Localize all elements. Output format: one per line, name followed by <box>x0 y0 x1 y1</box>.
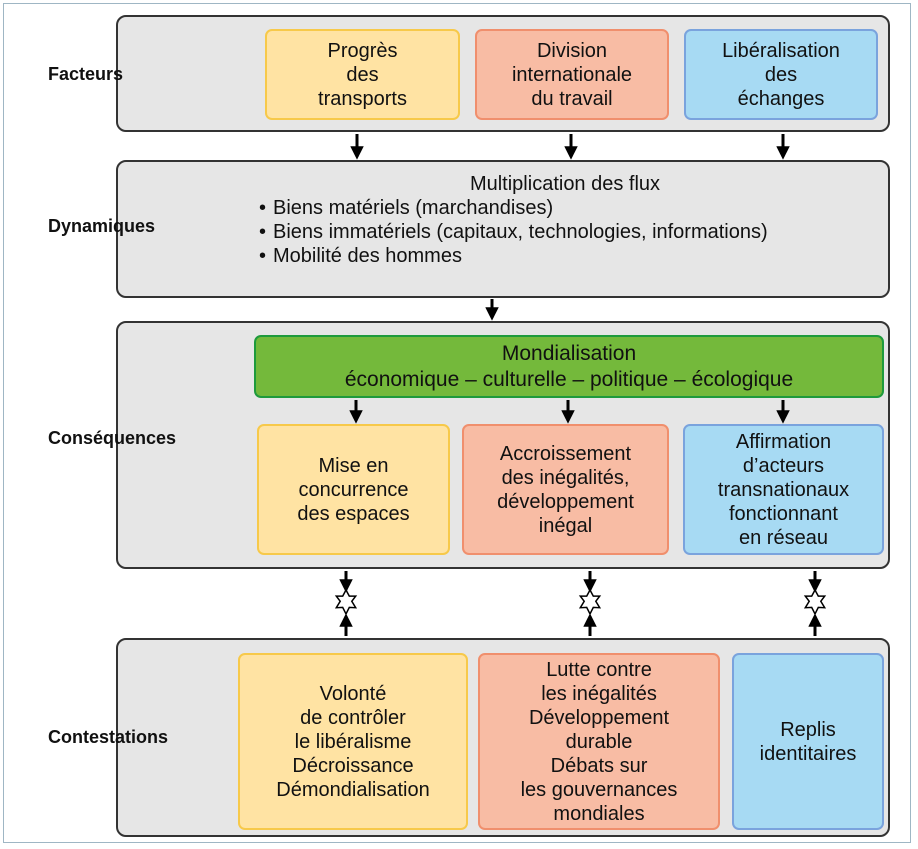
facteur-text-division: Division internationale du travail <box>511 39 633 110</box>
clash-star-icon <box>803 588 827 616</box>
clash-star-icon <box>334 588 358 616</box>
contestation-box-inegalites: Lutte contre les inégalités Développemen… <box>478 653 720 830</box>
contestation-text-replis: Replis identitaires <box>759 718 857 765</box>
dynamiques-content: Multiplication des flux Biens matériels … <box>257 172 817 268</box>
dynamiques-item: Mobilité des hommes <box>257 244 817 268</box>
consequence-box-inegalites: Accroissement des inégalités, développem… <box>462 424 669 555</box>
row-label-facteurs: Facteurs <box>48 64 124 84</box>
facteur-box-liberalisation: Libéralisation des échanges <box>684 29 878 120</box>
dynamiques-item: Biens matériels (marchandises) <box>257 196 817 220</box>
contestation-box-controle: Volonté de contrôler le libéralisme Décr… <box>238 653 468 830</box>
contestation-box-replis: Replis identitaires <box>732 653 884 830</box>
clash-connector-middle <box>578 571 602 636</box>
consequence-text-inegalites: Accroissement des inégalités, développem… <box>497 442 634 537</box>
row-label-contestations: Contestations <box>48 727 169 747</box>
clash-connector-right <box>803 571 827 636</box>
dynamiques-list: Biens matériels (marchandises) Biens imm… <box>257 196 817 268</box>
consequence-text-acteurs: Affirmation d’acteurs transnationaux fon… <box>717 430 850 549</box>
facteur-box-transports: Progrès des transports <box>265 29 460 120</box>
clash-connector-left <box>334 571 358 636</box>
mondialisation-box: Mondialisation économique – culturelle –… <box>254 335 884 398</box>
dynamiques-item: Biens immatériels (capitaux, technologie… <box>257 220 817 244</box>
consequence-box-acteurs: Affirmation d’acteurs transnationaux fon… <box>683 424 884 555</box>
contestation-text-inegalites: Lutte contre les inégalités Développemen… <box>520 658 678 825</box>
clash-star-icon <box>578 588 602 616</box>
dynamiques-title: Multiplication des flux <box>469 173 661 195</box>
mondialisation-text: Mondialisation économique – culturelle –… <box>344 341 794 391</box>
facteur-box-division: Division internationale du travail <box>475 29 669 120</box>
facteur-text-transports: Progrès des transports <box>318 39 407 110</box>
row-label-consequences: Conséquences <box>48 428 177 448</box>
consequence-text-concurrence: Mise en concurrence des espaces <box>297 454 410 525</box>
facteur-text-liberalisation: Libéralisation des échanges <box>722 39 840 110</box>
contestation-text-controle: Volonté de contrôler le libéralisme Décr… <box>276 682 430 801</box>
row-label-dynamiques: Dynamiques <box>48 216 156 236</box>
consequence-box-concurrence: Mise en concurrence des espaces <box>257 424 450 555</box>
